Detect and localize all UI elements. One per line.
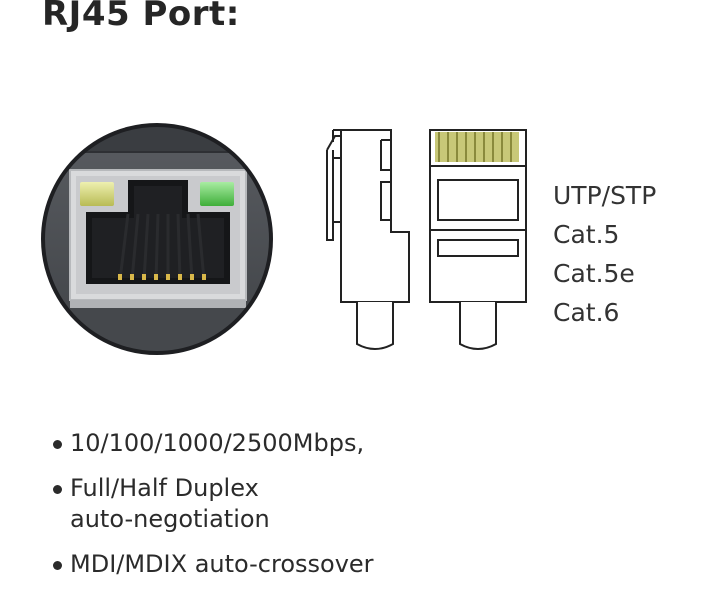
led-right (200, 182, 234, 206)
bullet-icon (53, 485, 62, 494)
rj45-port-photo (41, 123, 273, 355)
feature-duplex: Full/Half Duplex auto-negotiation (50, 473, 690, 535)
led-left (80, 182, 114, 206)
feature-text: Full/Half Duplex (70, 474, 259, 502)
cable-type-cat5: Cat.5 (553, 220, 620, 249)
cable-type-cat6: Cat.6 (553, 298, 620, 327)
feature-text: MDI/MDIX auto-crossover (70, 550, 374, 578)
rj45-plug-front-icon (429, 129, 527, 350)
features-list: 10/100/1000/2500Mbps, Full/Half Duplex a… (50, 428, 690, 594)
cable-type-cat5e: Cat.5e (553, 259, 635, 288)
page-title: RJ45 Port: (42, 0, 240, 34)
rj45-plug-side-icon (326, 129, 410, 350)
feature-speed: 10/100/1000/2500Mbps, (50, 428, 690, 459)
feature-text-continued: auto-negotiation (70, 505, 270, 533)
bullet-icon (53, 561, 62, 570)
cable-types-list: UTP/STP Cat.5 Cat.5e Cat.6 (553, 176, 656, 332)
bullet-icon (53, 440, 62, 449)
cable-type-utp-stp: UTP/STP (553, 181, 657, 210)
rj45-plug-drawing (326, 129, 527, 350)
feature-text: 10/100/1000/2500Mbps, (70, 429, 365, 457)
feature-crossover: MDI/MDIX auto-crossover (50, 549, 690, 580)
